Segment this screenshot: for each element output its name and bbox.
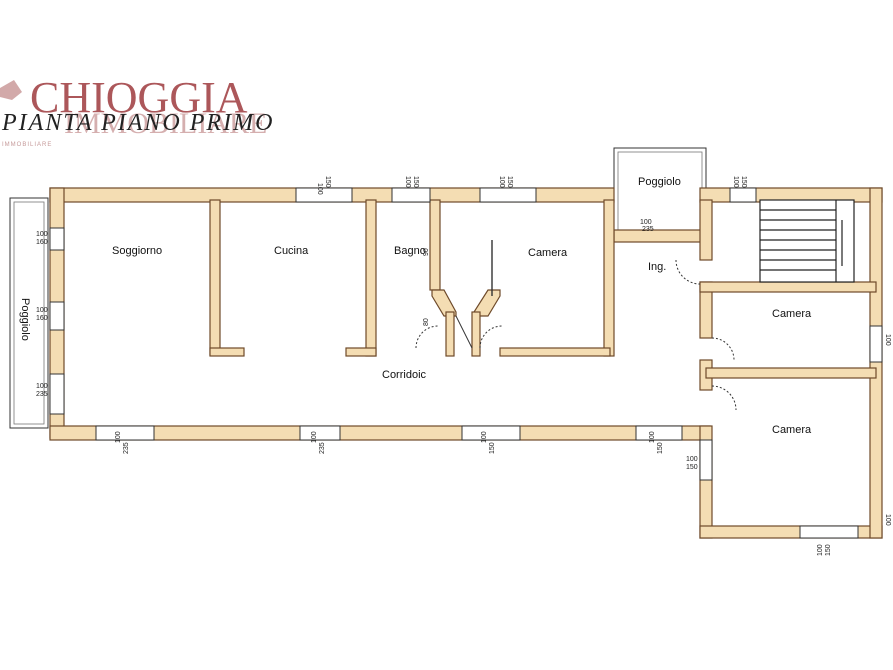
dim-bottom-1b: 235 xyxy=(123,442,130,454)
dim-bottom-4b: 150 xyxy=(657,442,664,454)
dim-top-stair: 100 xyxy=(732,176,739,188)
dim-camera2-right-b: 150 xyxy=(891,514,893,526)
room-label-camera-3: Camera xyxy=(772,424,812,436)
dim-left-1-top: 100 xyxy=(36,231,48,238)
dim-top-1b: 150 xyxy=(324,176,331,188)
room-label-cucina: Cucina xyxy=(274,245,309,257)
dim-top-3: 100 xyxy=(498,176,505,188)
dim-camera3-bottom: 100 xyxy=(817,544,824,556)
room-labels: Soggiorno Cucina Bagno Camera Ing. Camer… xyxy=(112,245,812,436)
dim-left-1-bottom: 160 xyxy=(36,239,48,246)
room-label-poggiolo-left: Poggiolo xyxy=(19,298,31,341)
dim-poggiolo-b: 235 xyxy=(642,226,654,233)
logo: IMMOBILIARE CHIOGGIA PIANTA PIANO PRIMO … xyxy=(0,73,274,148)
room-label-camera-1: Camera xyxy=(528,247,568,259)
dim-top-3b: 150 xyxy=(506,176,513,188)
dim-bottom-3: 100 xyxy=(481,431,488,443)
dim-top-2: 100 xyxy=(404,176,411,188)
dim-bottom-4: 100 xyxy=(649,431,656,443)
logo-tiny: IMMOBILIARE xyxy=(2,142,52,148)
dim-camera3-bottom-b: 150 xyxy=(825,544,832,556)
logo-emblem xyxy=(0,80,22,100)
room-label-corridoio: Corridoic xyxy=(382,369,427,381)
doors xyxy=(415,240,737,411)
dim-bottom-2: 100 xyxy=(311,431,318,443)
logo-underlay: IMMOBILIARE xyxy=(64,107,267,140)
dim-left-2-top: 100 xyxy=(36,307,48,314)
room-label-poggiolo-top: Poggiolo xyxy=(638,176,681,188)
room-label-soggiorno: Soggiorno xyxy=(112,245,162,257)
dim-bottom-2b: 235 xyxy=(319,442,326,454)
dim-left-3-bottom: 235 xyxy=(36,391,48,398)
interior-walls xyxy=(209,199,877,391)
room-label-camera-2: Camera xyxy=(772,308,812,320)
stairs xyxy=(759,199,855,283)
dim-poggiolo: 100 xyxy=(640,219,652,226)
dim-left-3-top: 100 xyxy=(36,383,48,390)
dim-bottom-1: 100 xyxy=(115,431,122,443)
dimension-labels: 100 160 100 160 100 235 100 150 100 150 … xyxy=(36,176,893,556)
windows xyxy=(49,187,883,539)
dim-right-top-b: 150 xyxy=(891,334,893,346)
dim-camera3-left-top: 100 xyxy=(686,456,698,463)
dim-bagno-side: 90 xyxy=(423,248,430,256)
dim-left-2-bottom: 160 xyxy=(36,315,48,322)
dim-camera3-left-bottom: 150 xyxy=(686,464,698,471)
dim-bagno-door: 80 xyxy=(423,318,430,326)
outer-walls xyxy=(49,187,883,539)
dim-top-stair-b: 150 xyxy=(740,176,747,188)
dim-top-2b: 150 xyxy=(412,176,419,188)
dim-camera2-right: 100 xyxy=(884,514,891,526)
room-label-bagno: Bagno xyxy=(394,245,426,257)
balcony-top: Poggiolo xyxy=(613,147,707,235)
dim-right-top: 100 xyxy=(884,334,891,346)
balcony-left: Poggiolo xyxy=(9,197,49,429)
logo-title: CHIOGGIA xyxy=(30,73,248,122)
logo-subtitle: PIANTA PIANO PRIMO xyxy=(1,110,274,136)
dim-bottom-3b: 150 xyxy=(489,442,496,454)
room-label-ingresso: Ing. xyxy=(648,261,666,273)
dim-top-1: 100 xyxy=(316,183,323,195)
